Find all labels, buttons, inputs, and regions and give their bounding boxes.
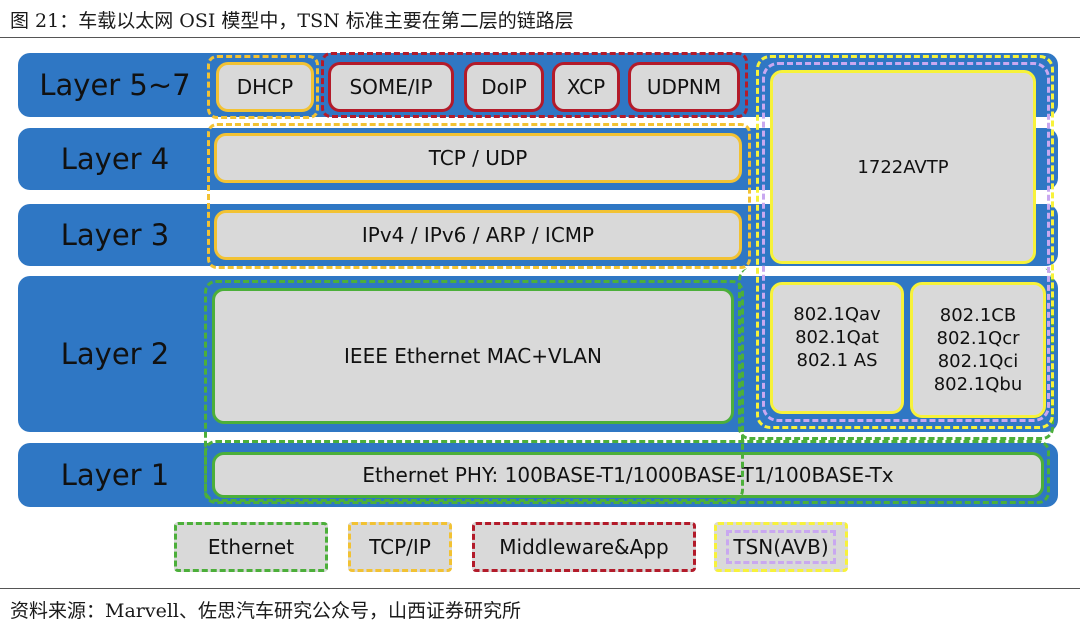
qcb-line-1: 802.1CB bbox=[939, 305, 1017, 326]
tcp-udp-box: TCP / UDP bbox=[214, 133, 742, 183]
middleware-group bbox=[321, 52, 748, 118]
legend-tsn: TSN(AVB) bbox=[714, 522, 848, 572]
ip-protocols-box: IPv4 / IPv6 / ARP / ICMP bbox=[214, 210, 742, 260]
qav-line-1: 802.1Qav bbox=[793, 304, 881, 325]
tcpip-group-l3-l4 bbox=[207, 123, 751, 269]
ethernet-mac-box: IEEE Ethernet MAC+VLAN bbox=[212, 288, 734, 424]
layer-label-4: Layer 4 bbox=[60, 142, 170, 176]
someip-box: SOME/IP bbox=[328, 62, 454, 112]
layer-label-1: Layer 1 bbox=[60, 458, 170, 492]
xcp-box: XCP bbox=[552, 62, 620, 112]
legend-tcpip: TCP/IP bbox=[348, 522, 452, 572]
ethernet-phy-box: Ethernet PHY: 100BASE-T1/1000BASE-T1/100… bbox=[212, 452, 1044, 498]
qcb-line-4: 802.1Qbu bbox=[933, 374, 1023, 395]
tcpip-group-dhcp bbox=[207, 55, 319, 119]
layer-label-5-7: Layer 5~7 bbox=[39, 68, 191, 102]
legend-ethernet: Ethernet bbox=[174, 522, 328, 572]
avb-group bbox=[762, 62, 1050, 422]
dhcp-box: DHCP bbox=[216, 62, 314, 112]
ethernet-group-phy bbox=[204, 440, 1050, 504]
bottom-rule bbox=[0, 588, 1080, 589]
legend-tsn-label: TSN(AVB) bbox=[726, 530, 836, 564]
avtp-box: 1722AVTP bbox=[770, 70, 1036, 264]
figure-source: 资料来源：Marvell、佐思汽车研究公众号，山西证券研究所 bbox=[10, 600, 521, 622]
qav-line-3: 802.1 AS bbox=[796, 350, 878, 371]
qcb-line-3: 802.1Qci bbox=[937, 351, 1019, 372]
top-rule bbox=[0, 37, 1080, 38]
qcb-box: 802.1CB 802.1Qcr 802.1Qci 802.1Qbu bbox=[910, 282, 1046, 418]
udpnm-box: UDPNM bbox=[628, 62, 740, 112]
doip-box: DoIP bbox=[464, 62, 544, 112]
tsn-group bbox=[756, 55, 1054, 429]
qcb-line-2: 802.1Qcr bbox=[936, 328, 1020, 349]
layer-label-3: Layer 3 bbox=[60, 218, 170, 252]
qav-line-2: 802.1Qat bbox=[795, 327, 879, 348]
legend-middleware: Middleware&App bbox=[472, 522, 696, 572]
qav-box: 802.1Qav 802.1Qat 802.1 AS bbox=[770, 282, 904, 414]
figure-caption: 图 21：车载以太网 OSI 模型中，TSN 标准主要在第二层的链路层 bbox=[10, 10, 574, 32]
ethernet-group-mac bbox=[204, 280, 744, 502]
layer-label-2: Layer 2 bbox=[60, 337, 170, 371]
